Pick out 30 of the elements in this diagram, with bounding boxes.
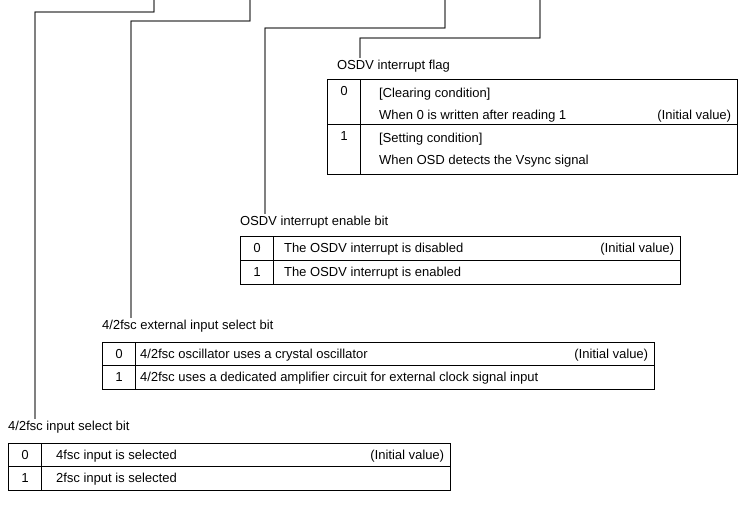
description-text: The OSDV interrupt is enabled xyxy=(284,264,462,280)
description-text: 4/2fsc oscillator uses a crystal oscillator xyxy=(140,346,368,362)
initial-value-note: (Initial value) xyxy=(370,447,444,463)
initial-value-note: (Initial value) xyxy=(657,107,731,123)
bit-value: 1 xyxy=(8,466,42,491)
leader-line xyxy=(34,0,154,420)
bit-value: 0 xyxy=(327,79,361,125)
leader-line xyxy=(360,0,540,58)
description-text: 4fsc input is selected xyxy=(56,447,177,463)
bit-value: 1 xyxy=(102,365,136,390)
bit-value: 0 xyxy=(240,236,274,261)
table-heading: 4/2fsc input select bit xyxy=(8,418,130,433)
bit-value: 1 xyxy=(327,124,361,175)
description-text: [Setting condition] xyxy=(379,130,482,146)
bit-value: 1 xyxy=(240,260,274,285)
leader-line xyxy=(130,0,250,318)
description-text: When OSD detects the Vsync signal xyxy=(379,152,589,168)
bit-value: 0 xyxy=(8,443,42,467)
initial-value-note: (Initial value) xyxy=(574,346,648,362)
leader-line xyxy=(264,0,446,214)
description-text: [Clearing condition] xyxy=(379,85,490,101)
description-text: 2fsc input is selected xyxy=(56,470,177,486)
table-heading: OSDV interrupt enable bit xyxy=(240,213,388,228)
description-text: When 0 is written after reading 1 xyxy=(379,107,566,123)
table-heading: 4/2fsc external input select bit xyxy=(102,317,274,332)
description-text: The OSDV interrupt is disabled xyxy=(284,240,464,256)
table-heading: OSDV interrupt flag xyxy=(337,57,450,72)
initial-value-note: (Initial value) xyxy=(600,240,674,256)
description-text: 4/2fsc uses a dedicated amplifier circuit for external clock signal input xyxy=(140,369,538,385)
bit-value: 0 xyxy=(102,342,136,366)
